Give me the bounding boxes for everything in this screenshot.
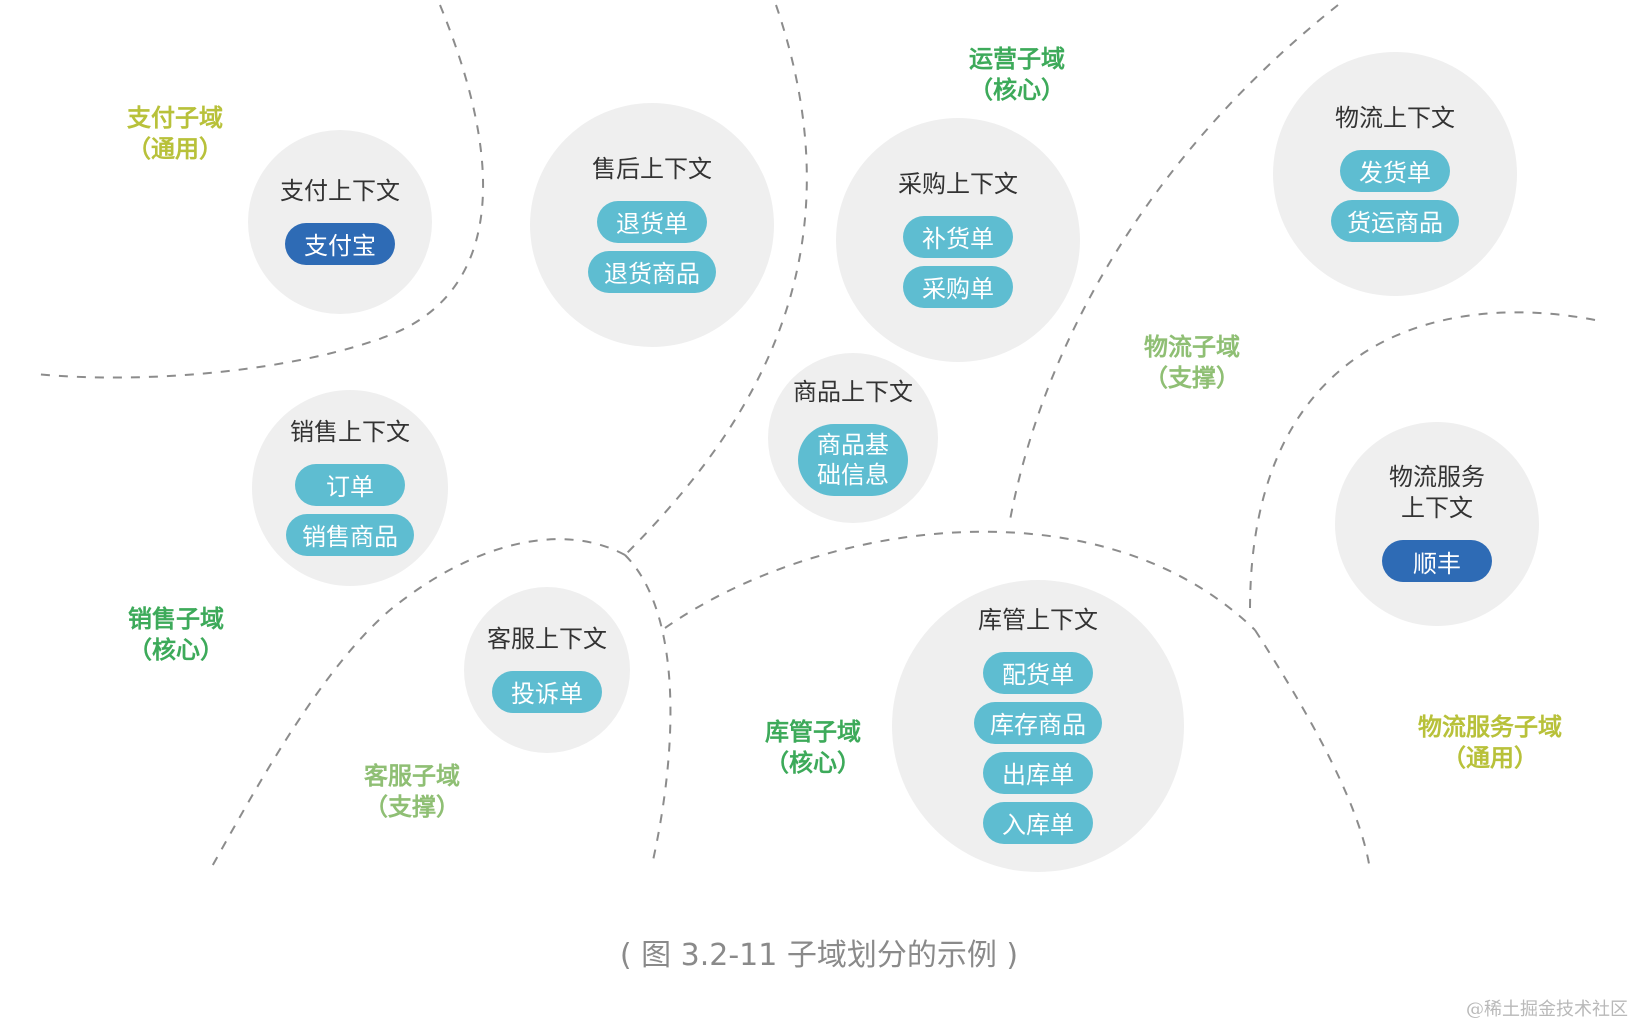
context-title: 物流上下文 [1335, 103, 1455, 132]
context-title: 支付上下文 [280, 176, 400, 205]
boundary-line [34, 4, 485, 379]
boundary-line [664, 530, 1256, 631]
aggregate-pill: 出库单 [983, 751, 1093, 794]
aggregate-pill: 采购单 [903, 265, 1013, 308]
aggregate-pill: 销售商品 [286, 513, 414, 556]
aggregate-pill: 投诉单 [492, 670, 602, 713]
subdomain-label-operation: 运营子域 （核心） [969, 45, 1065, 104]
aggregate-pill: 顺丰 [1382, 540, 1492, 582]
aggregate-pill: 配货单 [983, 651, 1093, 694]
subdomain-label-warehouse: 库管子域 （核心） [765, 718, 861, 777]
context-circle-product: 商品上下文商品基 础信息 [768, 353, 938, 523]
context-title: 库管上下文 [978, 605, 1098, 634]
aggregate-pill: 库存商品 [974, 701, 1102, 744]
context-circle-aftersale: 售后上下文退货单退货商品 [530, 103, 774, 347]
boundary-line [1009, 4, 1339, 521]
subdomain-label-sales: 销售子域 （核心） [128, 605, 224, 664]
aggregate-pill: 退货商品 [588, 250, 716, 293]
context-title: 商品上下文 [793, 377, 913, 406]
context-title: 物流服务 上下文 [1389, 463, 1485, 522]
context-circle-warehouse: 库管上下文配货单库存商品出库单入库单 [892, 580, 1184, 872]
context-circle-service: 客服上下文投诉单 [464, 587, 630, 753]
context-circle-purchase: 采购上下文补货单采购单 [836, 118, 1080, 362]
context-circle-logservice: 物流服务 上下文顺丰 [1335, 422, 1539, 626]
aggregate-pill: 货运商品 [1331, 199, 1459, 242]
subdomain-label-service: 客服子域 （支撑） [364, 762, 460, 821]
aggregate-pill: 订单 [295, 463, 405, 506]
context-title: 采购上下文 [898, 169, 1018, 198]
boundary-line [1249, 311, 1596, 611]
aggregate-pill: 退货单 [597, 200, 707, 243]
subdomain-label-payment: 支付子域 （通用） [127, 104, 223, 163]
aggregate-pill: 商品基 础信息 [798, 423, 908, 496]
aggregate-pill: 入库单 [983, 801, 1093, 844]
boundary-line [209, 538, 626, 871]
aggregate-pill: 补货单 [903, 215, 1013, 258]
context-title: 销售上下文 [290, 417, 410, 446]
subdomain-label-logistics: 物流子域 （支撑） [1144, 333, 1240, 392]
subdomain-label-logservice: 物流服务子域 （通用） [1418, 713, 1562, 772]
context-circle-payment: 支付上下文支付宝 [248, 130, 432, 314]
watermark: @稀土掘金技术社区 [1466, 999, 1628, 1020]
boundary-line [1254, 629, 1371, 871]
context-circle-logistics: 物流上下文发货单货运商品 [1273, 52, 1517, 296]
context-circle-sales: 销售上下文订单销售商品 [252, 390, 448, 586]
boundary-line [624, 4, 808, 556]
context-title: 售后上下文 [592, 154, 712, 183]
aggregate-pill: 发货单 [1340, 149, 1450, 192]
boundary-line [624, 554, 672, 866]
context-title: 客服上下文 [487, 624, 607, 653]
figure-caption: ( 图 3.2-11 子域划分的示例 ) [619, 938, 1019, 973]
aggregate-pill: 支付宝 [285, 222, 395, 265]
